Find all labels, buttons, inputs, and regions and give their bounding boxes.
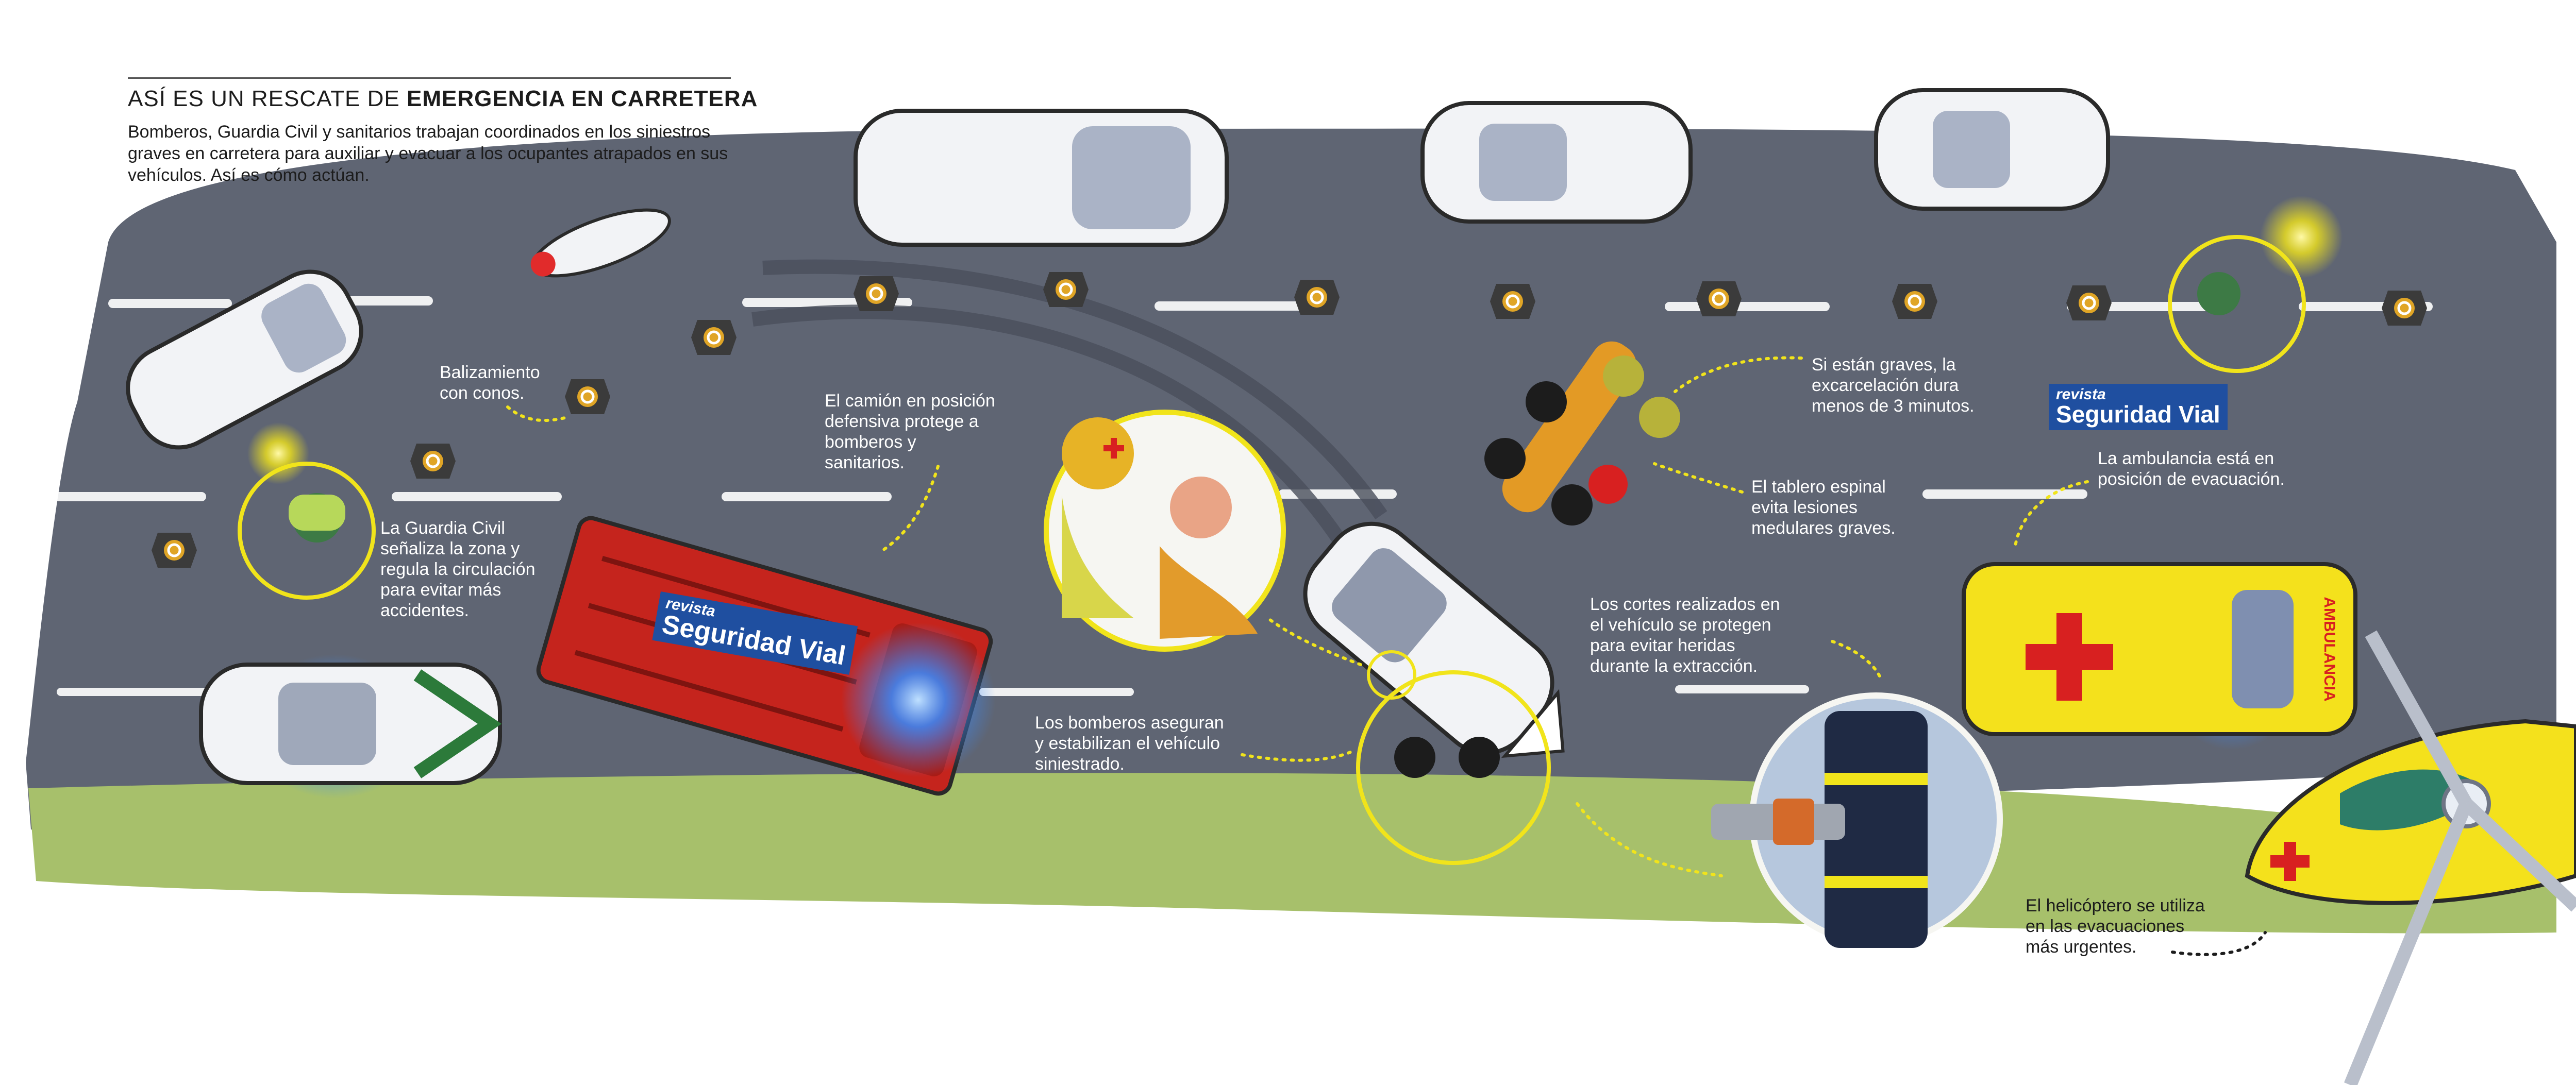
traffic-cone-icon [565, 379, 610, 414]
traffic-cone-icon [2382, 291, 2427, 326]
leader-lines [506, 356, 2089, 877]
leader-line-helicopter [2171, 931, 2267, 956]
brand-logo-line2: Seguridad Vial [2056, 401, 2220, 428]
traffic-cone-icon [2066, 285, 2112, 320]
intro-text: Bomberos, Guardia Civil y sanitarios tra… [128, 122, 728, 185]
passing-cars [126, 88, 2110, 450]
callout-excarcelacion: Si están graves, la excarcelación dura m… [1812, 355, 1975, 416]
ambulance: AMBULANCIA [1962, 562, 2357, 750]
crashed-car [1303, 521, 1565, 758]
title-emphasis: EMERGENCIA EN CARRETERA [406, 86, 758, 111]
medic-detail-inset [1044, 410, 1286, 652]
traffic-cone-icon [1043, 272, 1089, 307]
traffic-cone-icon [1294, 280, 1340, 315]
traffic-cone-icon [1892, 284, 1937, 319]
ambulance-label: AMBULANCIA [2321, 597, 2338, 701]
title-prefix: ASÍ ES UN RESCATE DE [128, 86, 407, 111]
callout-ambulancia: La ambulancia está en posición de evacua… [2098, 449, 2285, 489]
traffic-cone-icon [410, 444, 456, 479]
callout-helicoptero: El helicóptero se utiliza en las evacuac… [2026, 896, 2205, 957]
traffic-cone-icon [1490, 284, 1535, 319]
callout-balizamiento: Balizamiento con conos. [440, 363, 540, 403]
traffic-cone-icon [1696, 281, 1742, 316]
callout-bomberos: Los bomberos aseguran y estabilizan el v… [1035, 713, 1224, 774]
page-title: ASÍ ES UN RESCATE DE EMERGENCIA EN CARRE… [128, 86, 757, 112]
header-rule [128, 77, 731, 79]
skid-marks [751, 259, 1387, 545]
brand-logo-line1: revista [2056, 386, 2106, 403]
callout-tablero: El tablero espinal evita lesiones medula… [1751, 477, 1896, 538]
callout-cortes: Los cortes realizados en el vehículo se … [1590, 595, 1780, 676]
brand-logo: revista Seguridad Vial [2049, 384, 2228, 430]
firefighters-stabilizing [1356, 650, 1551, 865]
traffic-cone-icon [854, 276, 899, 311]
traffic-cone-icon [691, 320, 737, 355]
rescue-team-spinal-board [1484, 341, 1680, 525]
red-cross-icon [2270, 842, 2310, 881]
extraction-detail-inset [1711, 692, 2003, 948]
red-cross-icon [2026, 613, 2113, 701]
helicopter [2245, 630, 2576, 1085]
guardia-civil-car [199, 654, 502, 799]
traffic-officer [2168, 196, 2343, 373]
red-cross-icon [1103, 438, 1124, 459]
callout-guardia-civil: La Guardia Civil señaliza la zona y regu… [380, 518, 536, 620]
header: ASÍ ES UN RESCATE DE EMERGENCIA EN CARRE… [128, 77, 757, 186]
callout-camion: El camión en posición defensiva protege … [825, 391, 995, 472]
guardia-civil-officer [238, 422, 376, 600]
traffic-cone-icon [152, 533, 197, 568]
